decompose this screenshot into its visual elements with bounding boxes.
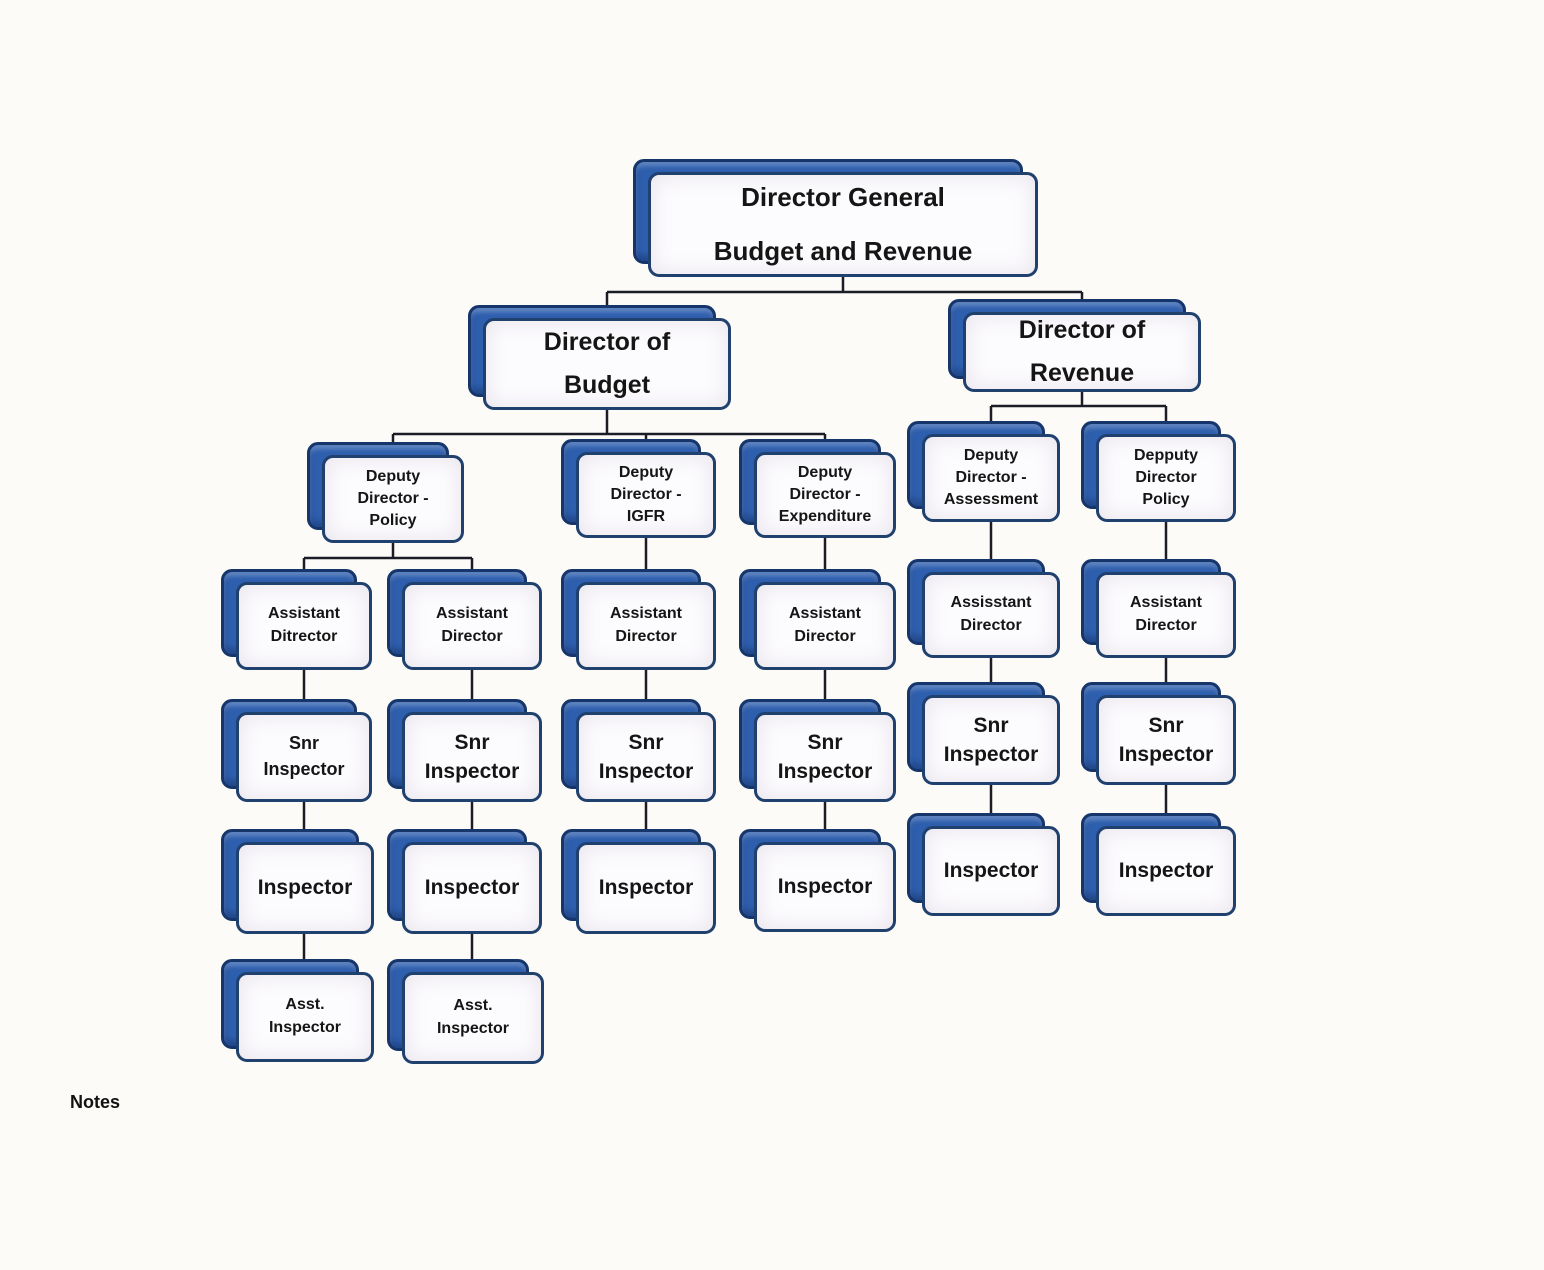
node-label: Inspector [424, 876, 520, 900]
node-label: Asst. Inspector [436, 997, 509, 1037]
node-label: Snr Inspector [598, 730, 694, 783]
node-label: Assistant Director [435, 605, 509, 645]
node-label: Deputy Director - Policy [357, 467, 429, 530]
node-assistant-director-assessment: Assisstant Director [907, 559, 1060, 658]
node-label: Snr Inspector [424, 730, 520, 783]
node-label: Assistant Director [788, 605, 862, 645]
node-deputy-director-expenditure: Deputy Director - Expenditure [739, 439, 896, 538]
node-label: Inspector [777, 875, 873, 899]
node-label: Assistant Ditrector [267, 605, 341, 645]
node-snr-inspector-1: Snr Inspector [221, 699, 372, 802]
node-deputy-director-igfr: Deputy Director - IGFR [561, 439, 716, 538]
node-deputy-director-policy-revenue: Depputy Director Policy [1081, 421, 1236, 522]
node-label: Inspector [598, 876, 694, 900]
node-inspector-2: Inspector [387, 829, 542, 934]
node-deputy-director-assessment: Deputy Director - Assessment [907, 421, 1060, 522]
node-deputy-director-policy: Deputy Director - Policy [307, 442, 464, 543]
node-snr-inspector-2: Snr Inspector [387, 699, 542, 802]
node-label: Assistant Director [1129, 594, 1203, 634]
node-assistant-director-policy-2: Assistant Director [387, 569, 542, 670]
node-label: Deputy Director - Expenditure [778, 463, 872, 526]
node-label: Director of Revenue [1018, 316, 1146, 387]
node-assistant-director-policy-revenue: Assistant Director [1081, 559, 1236, 658]
notes-label: Notes [70, 1092, 121, 1112]
node-snr-inspector-4: Snr Inspector [739, 699, 896, 802]
node-director-of-budget: Director of Budget [468, 305, 731, 410]
node-inspector-4: Inspector [739, 829, 896, 932]
node-label: Inspector [257, 876, 353, 900]
node-asst-inspector-2: Asst. Inspector [387, 959, 544, 1064]
node-director-general: Director General Budget and Revenue [633, 159, 1038, 277]
node-label: Depputy Director Policy [1134, 446, 1198, 509]
node-inspector-6: Inspector [1081, 813, 1236, 916]
node-label: Inspector [943, 859, 1039, 883]
node-assistant-director-policy-1: Assistant Ditrector [221, 569, 372, 670]
node-label: Deputy Director - Assessment [943, 446, 1039, 509]
node-inspector-3: Inspector [561, 829, 716, 934]
node-label: Snr Inspector [263, 733, 345, 779]
node-label: Assistant Director [609, 605, 683, 645]
node-label: Director of Budget [543, 328, 671, 399]
node-label: Inspector [1118, 859, 1214, 883]
node-director-of-revenue: Director of Revenue [948, 299, 1201, 392]
node-snr-inspector-3: Snr Inspector [561, 699, 716, 802]
node-snr-inspector-6: Snr Inspector [1081, 682, 1236, 785]
node-label: Director General Budget and Revenue [713, 182, 973, 266]
node-snr-inspector-5: Snr Inspector [907, 682, 1060, 785]
node-inspector-5: Inspector [907, 813, 1060, 916]
node-inspector-1: Inspector [221, 829, 374, 934]
node-label: Deputy Director - IGFR [610, 463, 682, 526]
node-asst-inspector-1: Asst. Inspector [221, 959, 374, 1062]
node-label: Snr Inspector [943, 713, 1039, 766]
node-label: Asst. Inspector [268, 996, 341, 1036]
node-label: Snr Inspector [777, 730, 873, 783]
node-label: Assisstant Director [950, 594, 1032, 634]
node-label: Snr Inspector [1118, 713, 1214, 766]
node-assistant-director-igfr: Assistant Director [561, 569, 716, 670]
node-assistant-director-expenditure: Assistant Director [739, 569, 896, 670]
